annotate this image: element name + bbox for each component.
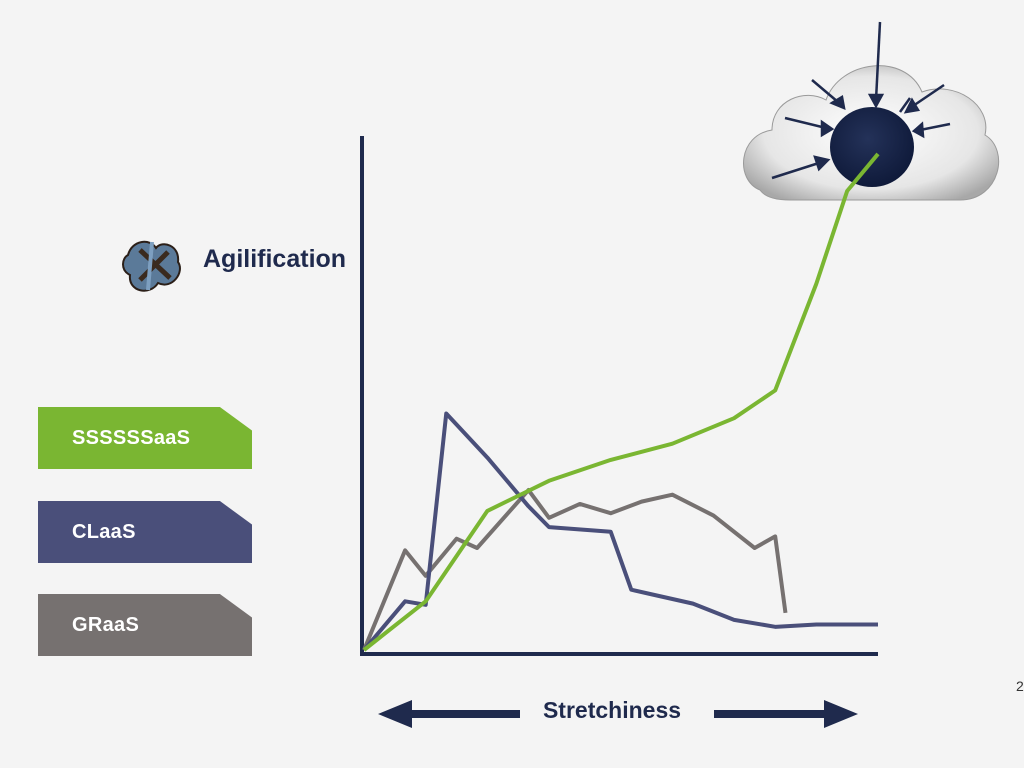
arrow-left-icon — [378, 700, 520, 728]
series-line-ssssssaas — [362, 152, 880, 652]
legend-item-claas: CLaaS — [38, 501, 252, 563]
cloud-icon — [743, 21, 1000, 201]
legend-item-ssssssaas: SSSSSSaaS — [38, 407, 252, 469]
stretchiness-arrows — [378, 700, 858, 728]
series-line-graas — [362, 488, 788, 651]
legend-label: GRaaS — [72, 613, 140, 636]
series-line-claas — [362, 411, 878, 652]
agilification-icon — [122, 240, 181, 292]
arrow-right-icon — [714, 700, 858, 728]
x-axis-label: Stretchiness — [542, 697, 682, 723]
legend-label: SSSSSSaaS — [72, 426, 191, 449]
series-layer — [362, 152, 880, 652]
legend-label: CLaaS — [72, 520, 136, 543]
black-hole-icon — [830, 107, 914, 187]
page-number: 2 — [1016, 678, 1024, 694]
y-axis-label: Agilification — [203, 245, 347, 273]
legend-item-graas: GRaaS — [38, 594, 252, 656]
